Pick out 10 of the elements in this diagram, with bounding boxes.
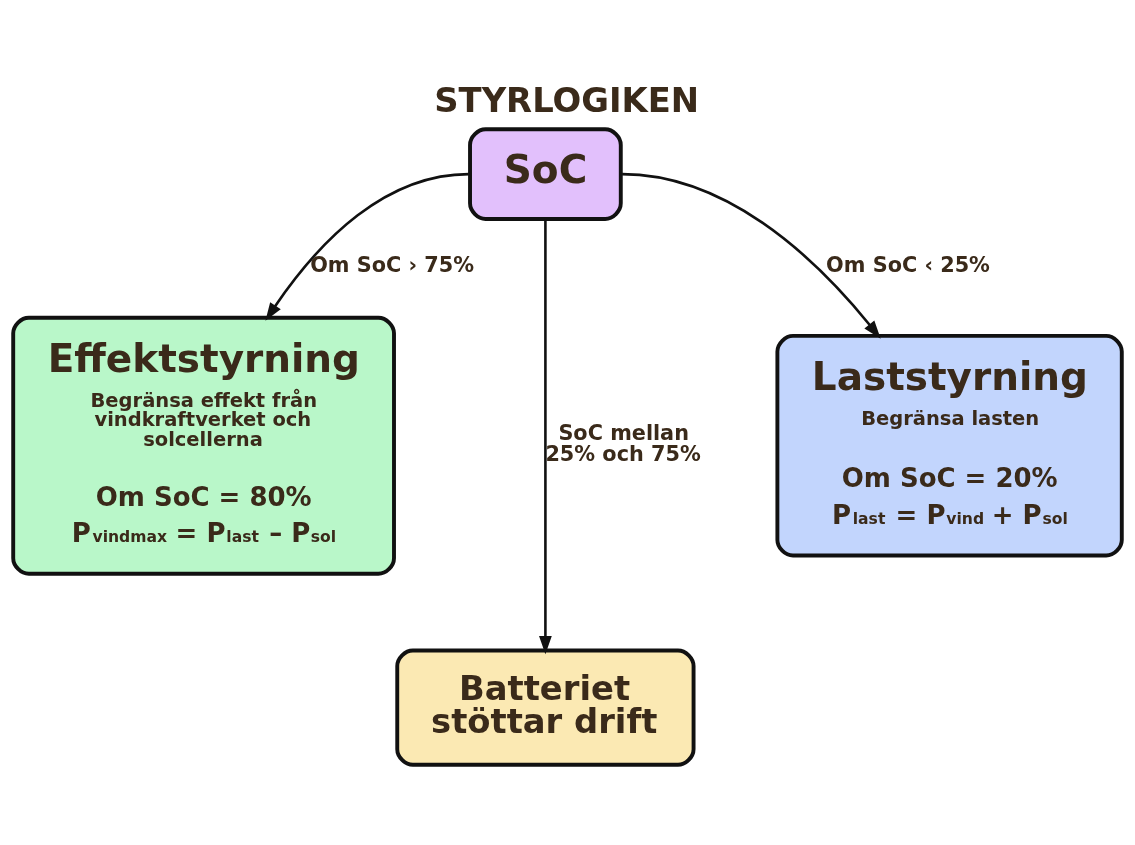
arrow [539, 218, 552, 654]
node-box: Batteriet stöttar drift [395, 647, 696, 767]
arrow [265, 172, 469, 321]
node-box: SoC [468, 126, 623, 221]
edge-label: SoC mellan 25% och 75% [545, 420, 701, 466]
node-box: Effektstyrning Begränsa effekt från vindkraftverket och solcellerna Om SoC = 80% Pvindmax = Plast – Psol [11, 315, 396, 576]
edge-label: Om SoC › 75% [310, 252, 474, 277]
diagram-title: STYRLOGIKEN [434, 80, 700, 120]
arrow [622, 172, 881, 339]
edge-label: Om SoC ‹ 25% [826, 252, 990, 277]
